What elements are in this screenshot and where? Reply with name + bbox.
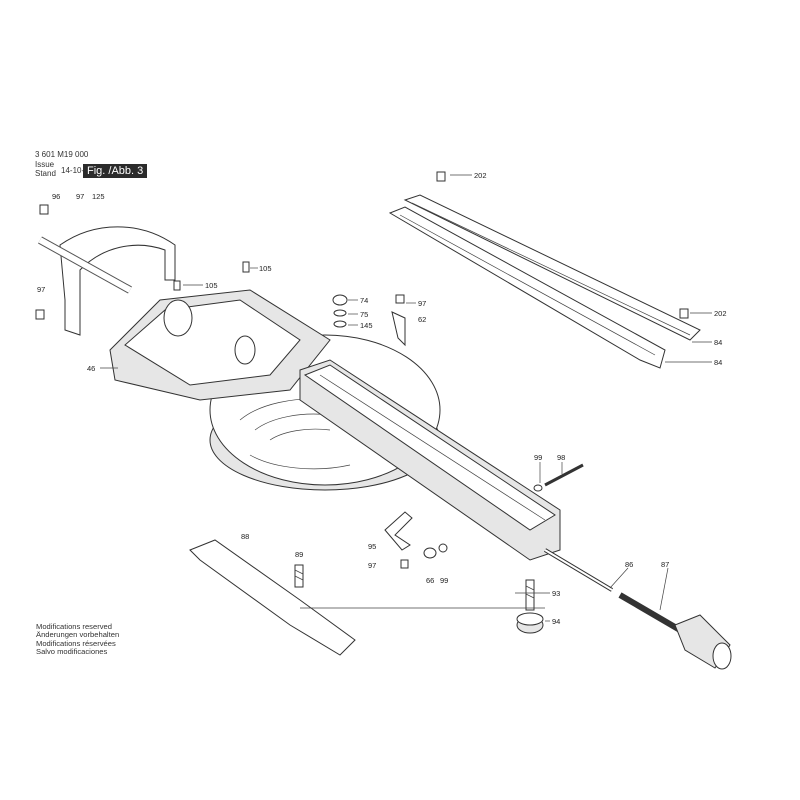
callout: 97	[418, 299, 426, 308]
spring-89	[294, 564, 304, 588]
callout: 88	[241, 532, 249, 541]
rod-86	[543, 548, 614, 592]
bevel-scale-plate-125	[38, 226, 176, 336]
callout: 202	[474, 171, 487, 180]
leader-lines	[100, 174, 712, 622]
callout: 74	[360, 296, 368, 305]
callout: 46	[87, 364, 95, 373]
callout: 97	[37, 285, 45, 294]
callout: 99	[440, 576, 448, 585]
callout: 86	[625, 560, 633, 569]
callout-labels: 96 97 125 97 105 105 46 74 75 145 97 62 …	[37, 171, 727, 626]
drawing-number: 3 601 M19 000	[35, 150, 89, 159]
issue-date: 14-10-16	[61, 166, 94, 175]
callout: 84	[714, 358, 722, 367]
callout: 98	[557, 453, 565, 462]
spring-93	[525, 579, 535, 611]
callout: 97	[368, 561, 376, 570]
notice-line: Änderungen vorbehalten	[36, 630, 120, 640]
callout: 105	[259, 264, 272, 273]
base-46	[109, 289, 331, 401]
callout: 99	[534, 453, 542, 462]
callout: 97	[76, 192, 84, 201]
callout: 89	[295, 550, 303, 559]
callout: 96	[52, 192, 60, 201]
callout: 105	[205, 281, 218, 290]
callout: 125	[92, 192, 105, 201]
rail-84-lower	[388, 206, 666, 369]
issue-stand-label: Issue Stand	[35, 160, 56, 178]
bolt-98	[533, 463, 584, 492]
callout: 202	[714, 309, 727, 318]
notice-line: Modifications réservées	[36, 638, 116, 648]
knob-94	[516, 612, 544, 634]
rail-84-upper	[403, 194, 701, 341]
callout: 66	[426, 576, 434, 585]
callout: 93	[552, 589, 560, 598]
callout: 87	[661, 560, 669, 569]
lever-88	[189, 539, 356, 656]
small-hardware	[35, 171, 689, 569]
turntable-arm	[299, 359, 561, 561]
stand-label: Stand	[35, 169, 56, 178]
callout: 94	[552, 617, 560, 626]
callout: 62	[418, 315, 426, 324]
callout: 95	[368, 542, 376, 551]
callout: 145	[360, 321, 373, 330]
modifications-notice: Modifications reserved Änderungen vorbeh…	[36, 622, 120, 657]
issue-label: Issue	[35, 160, 55, 169]
callout: 84	[714, 338, 722, 347]
handle-87	[618, 592, 732, 670]
callout: 75	[360, 310, 368, 319]
notice-line: Modifications reserved	[36, 622, 112, 631]
figure-label: Fig. /Abb. 3	[83, 164, 148, 178]
notice-line: Salvo modificaciones	[36, 647, 108, 657]
